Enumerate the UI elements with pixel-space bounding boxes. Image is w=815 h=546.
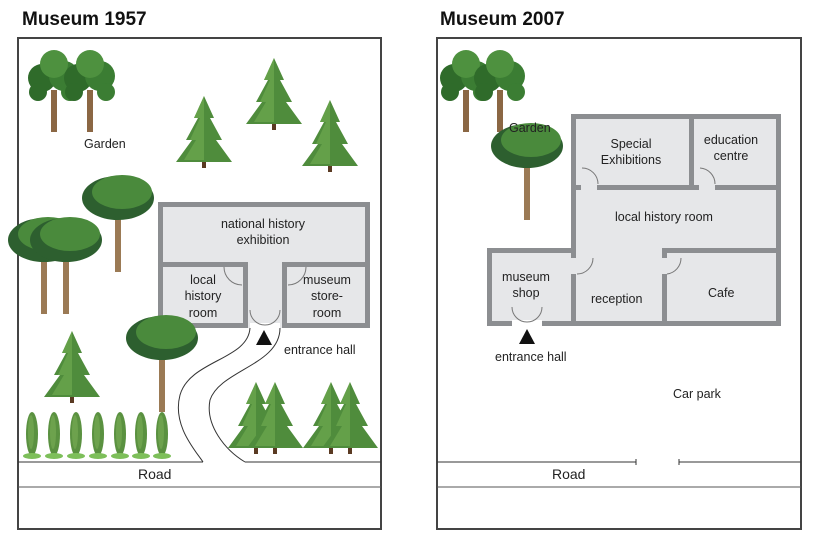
label-garden-2007: Garden	[509, 121, 551, 135]
room-local-history-2007	[576, 190, 776, 248]
room-education-centre-2007	[694, 119, 776, 185]
label-reception: reception	[591, 292, 643, 306]
map-title-2007: Museum 2007	[440, 9, 565, 30]
label-cafe: Cafe	[708, 286, 735, 300]
label-entrance-hall-2007: entrance hall	[495, 350, 567, 364]
tall-tree	[30, 217, 102, 314]
building-2007	[487, 114, 781, 344]
label-garden-1957: Garden	[84, 137, 126, 151]
room-museum-shop-2007	[492, 253, 571, 321]
label-local-history-room-1957: local history room	[184, 273, 222, 320]
path-1957	[177, 327, 251, 463]
label-special-exhibitions: Special Exhibitions	[600, 137, 662, 168]
map-title-1957: Museum 1957	[22, 9, 147, 30]
label-entrance-hall-1957: entrance hall	[284, 343, 356, 357]
tree-group-garden-1957	[28, 50, 115, 132]
cypress-row-1957	[23, 412, 171, 459]
pine-tree	[176, 96, 232, 168]
room-local-history-1957	[163, 267, 243, 323]
label-car-park: Car park	[673, 387, 721, 401]
pine-tree	[246, 58, 302, 130]
pine-tree	[302, 100, 358, 172]
room-museum-storeroom-1957	[287, 267, 365, 323]
label-local-history-room-2007: local history room	[615, 210, 713, 224]
label-museum-storeroom: museum store- room	[303, 273, 351, 320]
room-cafe-2007	[667, 253, 776, 321]
label-education-centre: education centre	[703, 133, 759, 164]
tall-tree	[491, 123, 563, 220]
label-road-1957: Road	[138, 466, 172, 482]
tall-tree	[126, 315, 198, 412]
entrance-marker-1957	[256, 330, 272, 345]
label-museum-shop: museum shop	[502, 270, 550, 301]
room-reception-2007	[576, 253, 662, 321]
label-national-history-exhibition: national history exhibition	[220, 217, 306, 248]
label-road-2007: Road	[552, 466, 586, 482]
pine-tree	[44, 331, 100, 403]
building-1957	[158, 202, 370, 345]
entrance-marker-2007	[519, 329, 535, 344]
room-national-history-exhibition-1957	[163, 207, 365, 262]
